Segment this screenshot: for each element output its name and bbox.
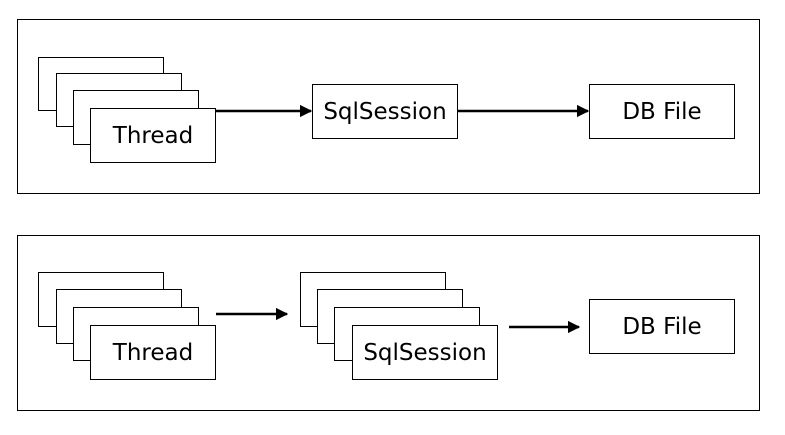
top-db-file-label: DB File xyxy=(622,98,702,125)
bottom-sqlsession-box: SqlSession xyxy=(352,325,498,380)
top-db-file-box: DB File xyxy=(589,84,735,139)
bottom-thread-box: Thread xyxy=(90,325,216,380)
top-sqlsession-label: SqlSession xyxy=(323,98,447,125)
bottom-db-file-box: DB File xyxy=(589,299,735,354)
bottom-db-file-label: DB File xyxy=(622,313,702,340)
top-thread-box: Thread xyxy=(90,108,216,163)
top-sqlsession-box: SqlSession xyxy=(312,84,458,139)
bottom-sqlsession-label: SqlSession xyxy=(363,339,487,366)
top-thread-label: Thread xyxy=(112,122,194,149)
bottom-thread-label: Thread xyxy=(112,339,194,366)
